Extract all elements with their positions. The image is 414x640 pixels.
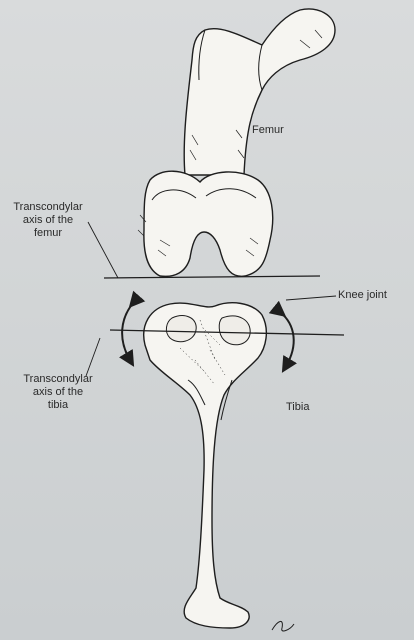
label-femur: Femur: [252, 124, 284, 136]
femur-axis-line: [103, 275, 321, 279]
label-tibia: Tibia: [286, 401, 310, 413]
femur-axis-leader: [87, 221, 119, 279]
tibia-bone: [143, 302, 268, 629]
left-rotation-arrow: [119, 290, 146, 367]
label-transcondylar-axis-femur: Transcondylar axis of the femur: [13, 201, 83, 239]
label-knee-joint: Knee joint: [338, 289, 387, 301]
right-rotation-arrow: [268, 300, 297, 373]
knee-joint-leader: [285, 295, 337, 301]
tibia-axis-line: [109, 329, 345, 336]
tibia-axis-leader: [85, 337, 101, 377]
label-transcondylar-axis-tibia: Transcondylar axis of the tibia: [23, 373, 93, 411]
axis-lines: [85, 221, 345, 377]
rotation-arrows: [119, 290, 297, 373]
femur-bone: [137, 8, 336, 278]
artist-signature-icon: [271, 621, 295, 632]
